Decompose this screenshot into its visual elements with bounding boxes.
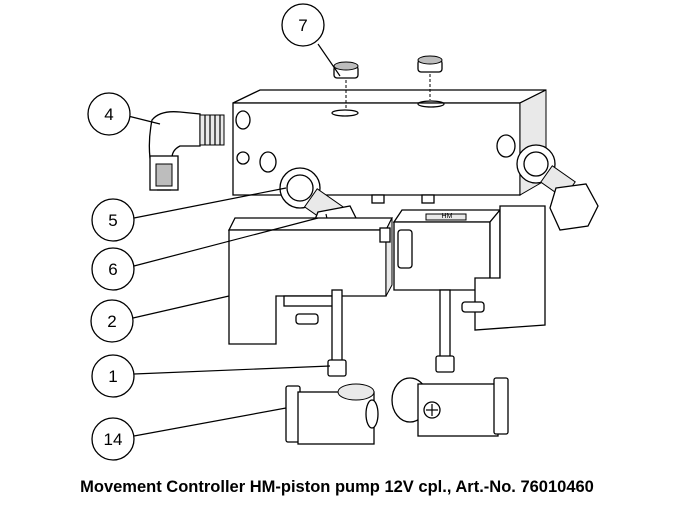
callout-1-label: 1	[108, 367, 117, 386]
valve-housing-left	[227, 217, 394, 345]
callout-14-label: 14	[104, 430, 123, 449]
leader-2	[132, 295, 230, 319]
callout-14: 14	[91, 417, 135, 461]
shaft-left	[327, 289, 347, 377]
callout-2: 2	[90, 299, 134, 343]
block-label: HM	[442, 213, 453, 220]
valve-housing-right	[392, 205, 546, 331]
motor-right	[391, 377, 509, 437]
callout-5-label: 5	[108, 211, 117, 230]
leader-7	[317, 43, 341, 77]
callout-4: 4	[87, 92, 131, 136]
leader-14	[133, 407, 287, 437]
callout-7: 7	[281, 3, 325, 47]
shaft-right	[435, 289, 455, 373]
callout-7-label: 7	[298, 16, 307, 35]
motor-left	[285, 383, 379, 445]
plug-right	[417, 55, 443, 100]
callout-2-label: 2	[107, 312, 116, 331]
banjo-fitting-right	[516, 144, 599, 231]
leader-5	[133, 187, 287, 219]
callout-5: 5	[91, 198, 135, 242]
drawing-canvas: HM 7 4 5 6 2 1 14	[87, 3, 599, 461]
callout-1: 1	[91, 354, 135, 398]
leader-4	[127, 115, 161, 125]
callout-4-label: 4	[104, 105, 113, 124]
elbow-fitting	[148, 111, 225, 191]
leader-lines	[127, 43, 341, 437]
callout-6-label: 6	[108, 260, 117, 279]
figure-caption: Movement Controller HM-piston pump 12V c…	[80, 478, 594, 496]
callout-6: 6	[91, 247, 135, 291]
leader-1	[133, 365, 331, 375]
leader-6	[133, 217, 319, 267]
